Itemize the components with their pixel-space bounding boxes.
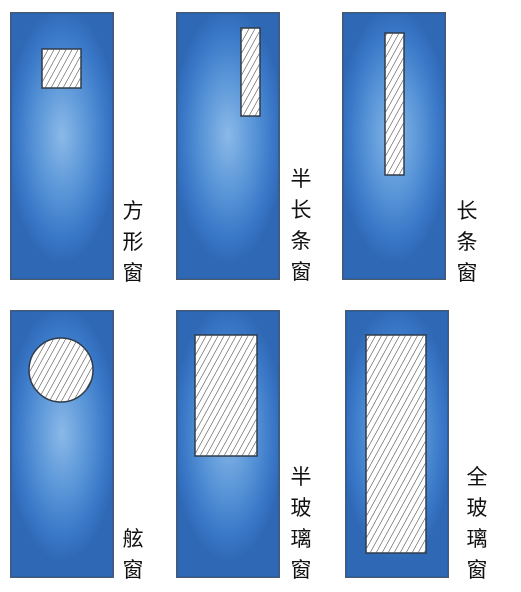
door-full-glass-window-graphic (365, 334, 427, 554)
door-label-full-glass-window: 全玻璃窗 (466, 465, 488, 582)
glass-hatch (195, 335, 257, 456)
glass-hatch (385, 33, 404, 175)
door-long-strip-window-graphic (384, 32, 405, 176)
door-label-half-glass-window: 半玻璃窗 (290, 465, 312, 582)
door-label-porthole-window: 舷窗 (122, 527, 144, 582)
door-label-half-strip-window: 半长条窗 (290, 167, 312, 284)
door-square-window (10, 12, 114, 280)
full-glass-window (365, 334, 427, 554)
door-half-glass-window-graphic (194, 334, 258, 457)
door-porthole-window (10, 310, 114, 578)
door-label-square-window: 方形窗 (122, 199, 144, 285)
door-porthole-window-graphic (28, 337, 94, 403)
door-full-glass-window (345, 310, 449, 578)
door-long-strip-window (342, 12, 446, 280)
glass-hatch (241, 28, 260, 116)
door-half-strip-window-graphic (240, 27, 261, 117)
door-half-glass-window (176, 310, 280, 578)
door-half-strip-window (176, 12, 280, 280)
door-label-long-strip-window: 长条窗 (456, 199, 478, 285)
long-strip-glass-window (384, 32, 405, 176)
glass-hatch (366, 335, 426, 553)
glass-hatch (42, 49, 81, 88)
door-square-window-graphic (41, 48, 82, 89)
